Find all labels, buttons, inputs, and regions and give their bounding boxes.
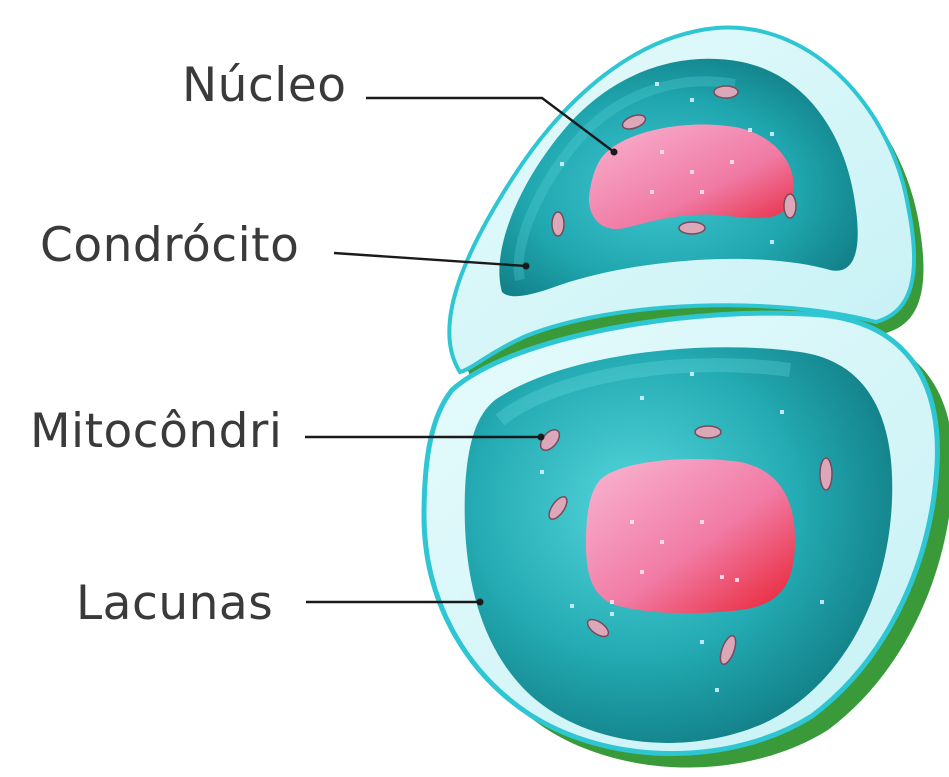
- label-nucleus: Núcleo: [182, 62, 347, 109]
- label-chondrocyte: Condrócito: [40, 222, 299, 269]
- mitochondrion: [679, 222, 705, 234]
- mitochondrion: [784, 194, 796, 218]
- label-mitochondria: Mitocôndri: [30, 408, 282, 455]
- mitochondrion: [820, 458, 832, 490]
- bottom-nucleus: [586, 459, 795, 613]
- mitochondrion: [695, 426, 721, 438]
- mitochondrion: [552, 212, 564, 236]
- label-lacunae: Lacunas: [76, 580, 273, 627]
- mitochondrion: [714, 86, 738, 98]
